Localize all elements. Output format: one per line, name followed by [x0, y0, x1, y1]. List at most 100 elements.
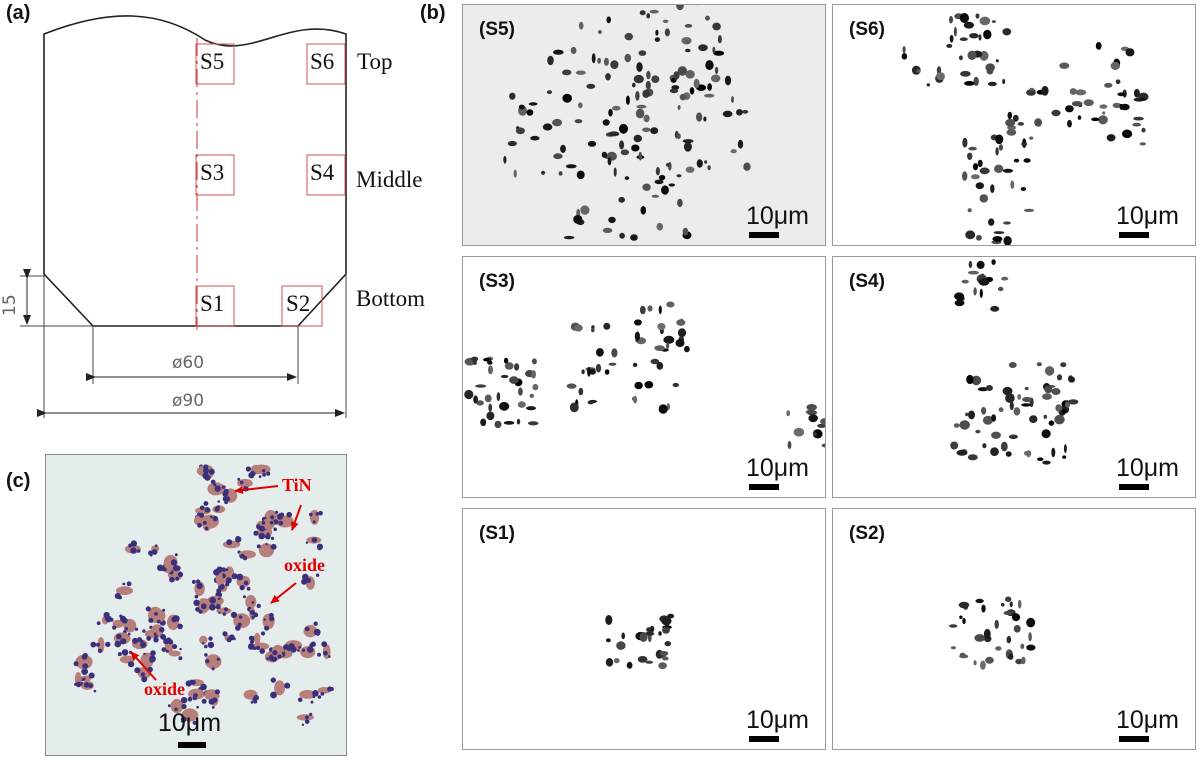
particle	[1064, 402, 1071, 408]
oxide-particle	[199, 505, 205, 511]
oxide-particle	[256, 603, 261, 609]
oxide-particle	[192, 696, 197, 701]
sample-label-s6: S6	[310, 49, 334, 74]
particle	[1006, 129, 1017, 136]
particle	[496, 392, 501, 402]
particle	[605, 638, 611, 643]
oxide-particle	[209, 597, 217, 604]
particle	[647, 305, 653, 312]
particle	[736, 109, 743, 116]
sample-box-s3	[195, 154, 235, 196]
particle	[633, 74, 644, 84]
oxide-particle	[168, 639, 174, 645]
particle	[994, 164, 1004, 173]
oxide-particle	[140, 641, 147, 648]
scale-bar	[178, 742, 206, 748]
particle	[573, 215, 583, 224]
particle	[616, 641, 626, 650]
particle	[664, 641, 672, 647]
particle	[1011, 613, 1021, 622]
oxide-label-left: oxide	[144, 679, 186, 699]
particle	[654, 345, 665, 351]
oxide-particle	[310, 641, 316, 647]
oxide-particle	[200, 603, 207, 610]
particle	[659, 651, 669, 656]
particle	[1015, 658, 1023, 665]
oxide-particle	[323, 650, 328, 656]
oxide-particle	[272, 650, 278, 656]
particle	[650, 127, 659, 135]
particle	[1036, 362, 1042, 367]
particle	[793, 427, 805, 437]
particle	[1115, 79, 1121, 84]
height-dimension-label: 15	[0, 294, 20, 316]
oxide-particle	[90, 641, 97, 648]
oxide-particle	[298, 646, 302, 649]
oxide-particle	[180, 697, 188, 704]
oxide-particle	[222, 490, 229, 497]
particle	[806, 410, 818, 416]
particle	[1021, 141, 1028, 147]
oxide-particle	[210, 515, 213, 519]
particle	[950, 441, 959, 450]
oxide-particle	[269, 520, 274, 525]
oxide-particle	[217, 500, 220, 503]
particle	[1042, 393, 1052, 400]
oxide-particle	[121, 649, 129, 656]
oxide-arrow-left	[130, 651, 157, 681]
oxide-particle	[258, 532, 265, 540]
particle	[624, 32, 634, 41]
oxide-particle	[222, 568, 226, 572]
particle	[645, 80, 651, 90]
particle	[581, 369, 585, 375]
tin-particle	[116, 586, 133, 596]
particle	[488, 403, 493, 412]
particle	[532, 383, 539, 391]
particle	[595, 363, 602, 373]
oxide-particle	[253, 694, 259, 701]
oxide-particle	[187, 696, 193, 702]
oxide-particle	[82, 652, 88, 659]
oxide-particle	[154, 634, 158, 638]
particle	[685, 166, 695, 173]
tin-particle	[75, 654, 93, 670]
oxide-particle	[143, 652, 146, 656]
sample-box-s5	[195, 43, 235, 85]
oxide-particle	[222, 612, 226, 616]
particle	[1060, 362, 1067, 368]
particle	[1000, 602, 1005, 607]
particle	[953, 26, 957, 37]
particle	[962, 137, 968, 148]
particle	[473, 360, 477, 365]
particle	[503, 421, 515, 425]
tin-arrow-2	[290, 504, 302, 531]
particle	[1005, 393, 1015, 403]
particle	[976, 260, 985, 269]
particle	[1139, 97, 1147, 101]
particle	[1110, 61, 1120, 70]
particle	[806, 404, 817, 411]
particle	[1091, 117, 1100, 122]
oxide-particle	[315, 631, 321, 636]
ingot-schematic: S5 S6 S3 S4 S1 S2 Top Middle Bottom 15 ø…	[0, 15, 425, 418]
particle	[1020, 187, 1027, 191]
particle	[817, 423, 825, 428]
oxide-particle	[204, 507, 211, 513]
particle	[661, 185, 669, 195]
oxide-particle	[260, 631, 266, 636]
tin-particle	[258, 543, 275, 558]
particle	[619, 232, 625, 239]
particle	[575, 70, 586, 75]
oxide-particle	[218, 611, 221, 614]
particle	[509, 92, 516, 100]
oxide-particle	[270, 515, 275, 520]
particle	[563, 235, 575, 240]
oxide-particle	[284, 682, 291, 689]
oxide-particle	[309, 712, 313, 716]
particle	[967, 152, 973, 160]
oxide-particle	[263, 618, 266, 621]
particle	[603, 322, 611, 330]
particle	[1102, 111, 1106, 115]
particle	[677, 328, 687, 338]
oxide-particle	[247, 643, 255, 650]
